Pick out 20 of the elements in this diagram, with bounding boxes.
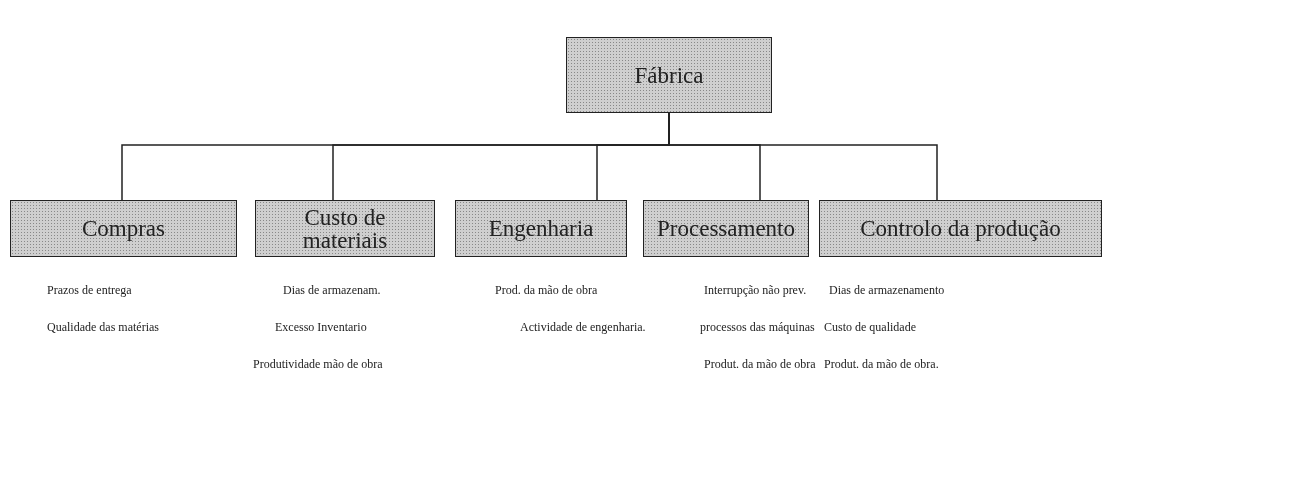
metric-text: Custo de qualidade [824, 320, 916, 335]
metric-text: Qualidade das matérias [47, 320, 159, 335]
metric-text: Actividade de engenharia. [520, 320, 646, 335]
org-box: Engenharia [455, 200, 627, 257]
metric-text: Dias de armazenam. [283, 283, 381, 298]
org-box: Controlo da produção [819, 200, 1102, 257]
metric-text: Produt. da mão de obra [704, 357, 816, 372]
metric-text: Produtividade mão de obra [253, 357, 383, 372]
metric-text: Produt. da mão de obra. [824, 357, 939, 372]
metric-text: processos das máquinas [700, 320, 815, 335]
org-box: Fábrica [566, 37, 772, 113]
org-box: Compras [10, 200, 237, 257]
metric-text: Interrupção não prev. [704, 283, 807, 298]
org-box: Custo de materiais [255, 200, 435, 257]
metric-text: Prod. da mão de obra [495, 283, 598, 298]
metric-text: Excesso Inventario [275, 320, 367, 335]
org-box: Processamento [643, 200, 809, 257]
metric-text: Dias de armazenamento [829, 283, 945, 298]
metric-text: Prazos de entrega [47, 283, 132, 298]
connector-line [668, 112, 938, 201]
